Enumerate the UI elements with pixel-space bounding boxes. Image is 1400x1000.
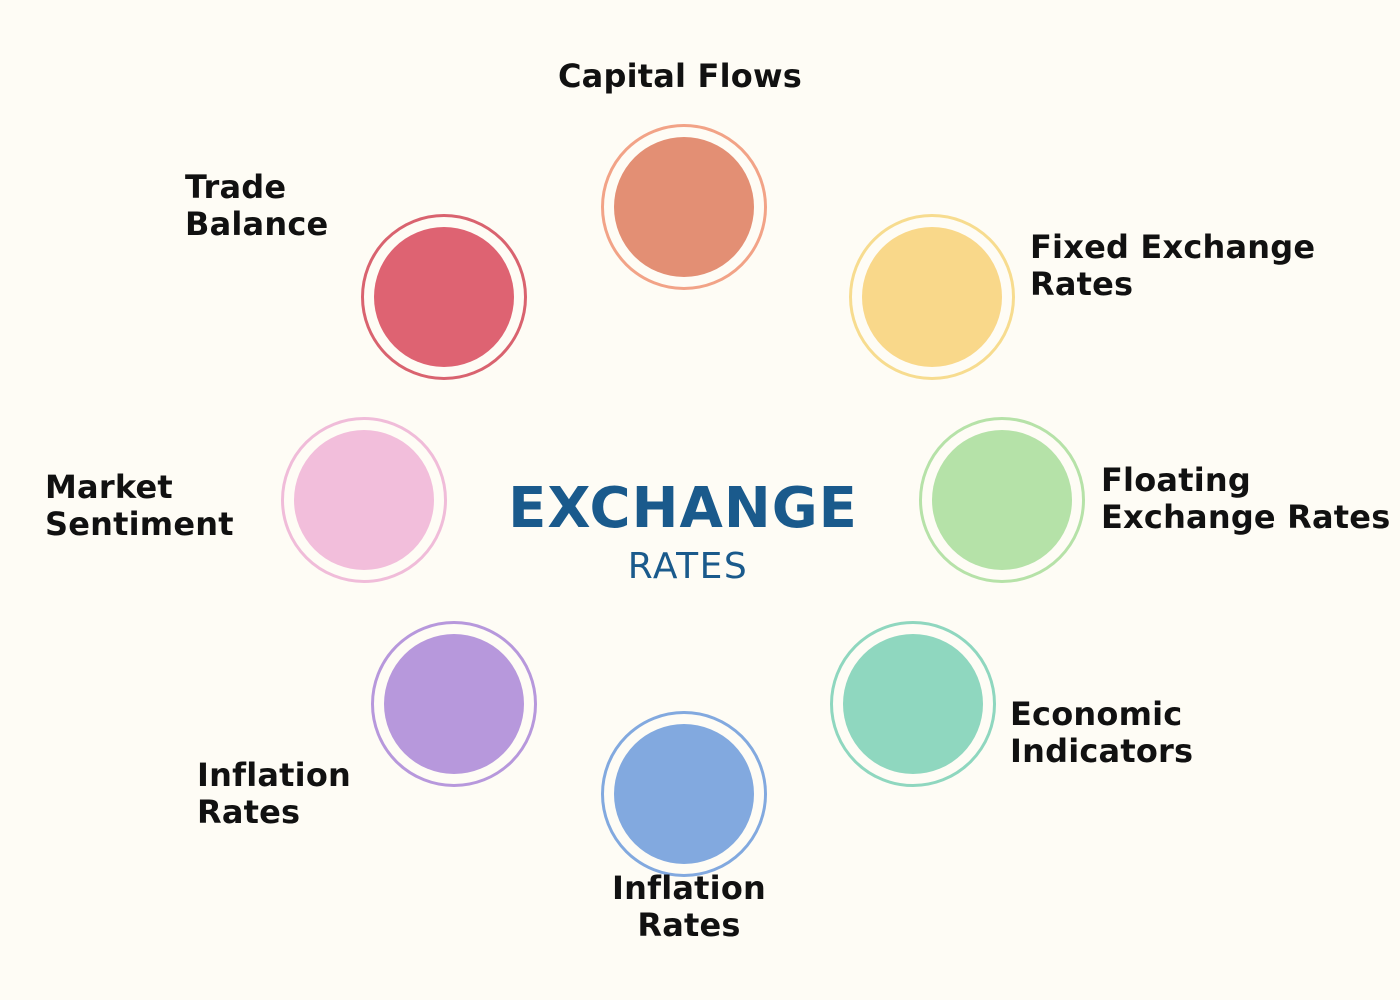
factor-circle-fill bbox=[862, 227, 1002, 367]
factor-circle-fill bbox=[384, 634, 524, 774]
factor-circle-inflation-rates-left bbox=[371, 621, 537, 787]
factor-circle-fill bbox=[614, 724, 754, 864]
factor-circle-economic-indicators bbox=[830, 621, 996, 787]
factor-label-market-sentiment: Market Sentiment bbox=[45, 468, 234, 543]
factor-label-capital-flows: Capital Flows bbox=[558, 57, 802, 95]
factor-circle-fill bbox=[294, 430, 434, 570]
factor-circle-fill bbox=[843, 634, 983, 774]
factor-label-floating-exchange-rates: Floating Exchange Rates bbox=[1101, 461, 1391, 536]
factor-circle-fill bbox=[614, 137, 754, 277]
factor-circle-inflation-rates-bottom bbox=[601, 711, 767, 877]
factor-circle-trade-balance bbox=[361, 214, 527, 380]
factor-circle-floating-exchange-rates bbox=[919, 417, 1085, 583]
factor-label-inflation-rates-bottom: Inflation Rates bbox=[611, 869, 767, 944]
center-title: EXCHANGE bbox=[508, 476, 858, 541]
factor-label-fixed-exchange-rates: Fixed Exchange Rates bbox=[1030, 228, 1316, 303]
factor-circle-capital-flows bbox=[601, 124, 767, 290]
factor-circle-market-sentiment bbox=[281, 417, 447, 583]
factor-circle-fixed-exchange-rates bbox=[849, 214, 1015, 380]
factor-circle-fill bbox=[932, 430, 1072, 570]
factor-circle-fill bbox=[374, 227, 514, 367]
center-subtitle: RATES bbox=[627, 546, 749, 587]
factor-label-economic-indicators: Economic Indicators bbox=[1010, 695, 1194, 770]
factor-label-trade-balance: Trade Balance bbox=[185, 168, 329, 243]
factor-label-inflation-rates-left: Inflation Rates bbox=[197, 756, 352, 831]
